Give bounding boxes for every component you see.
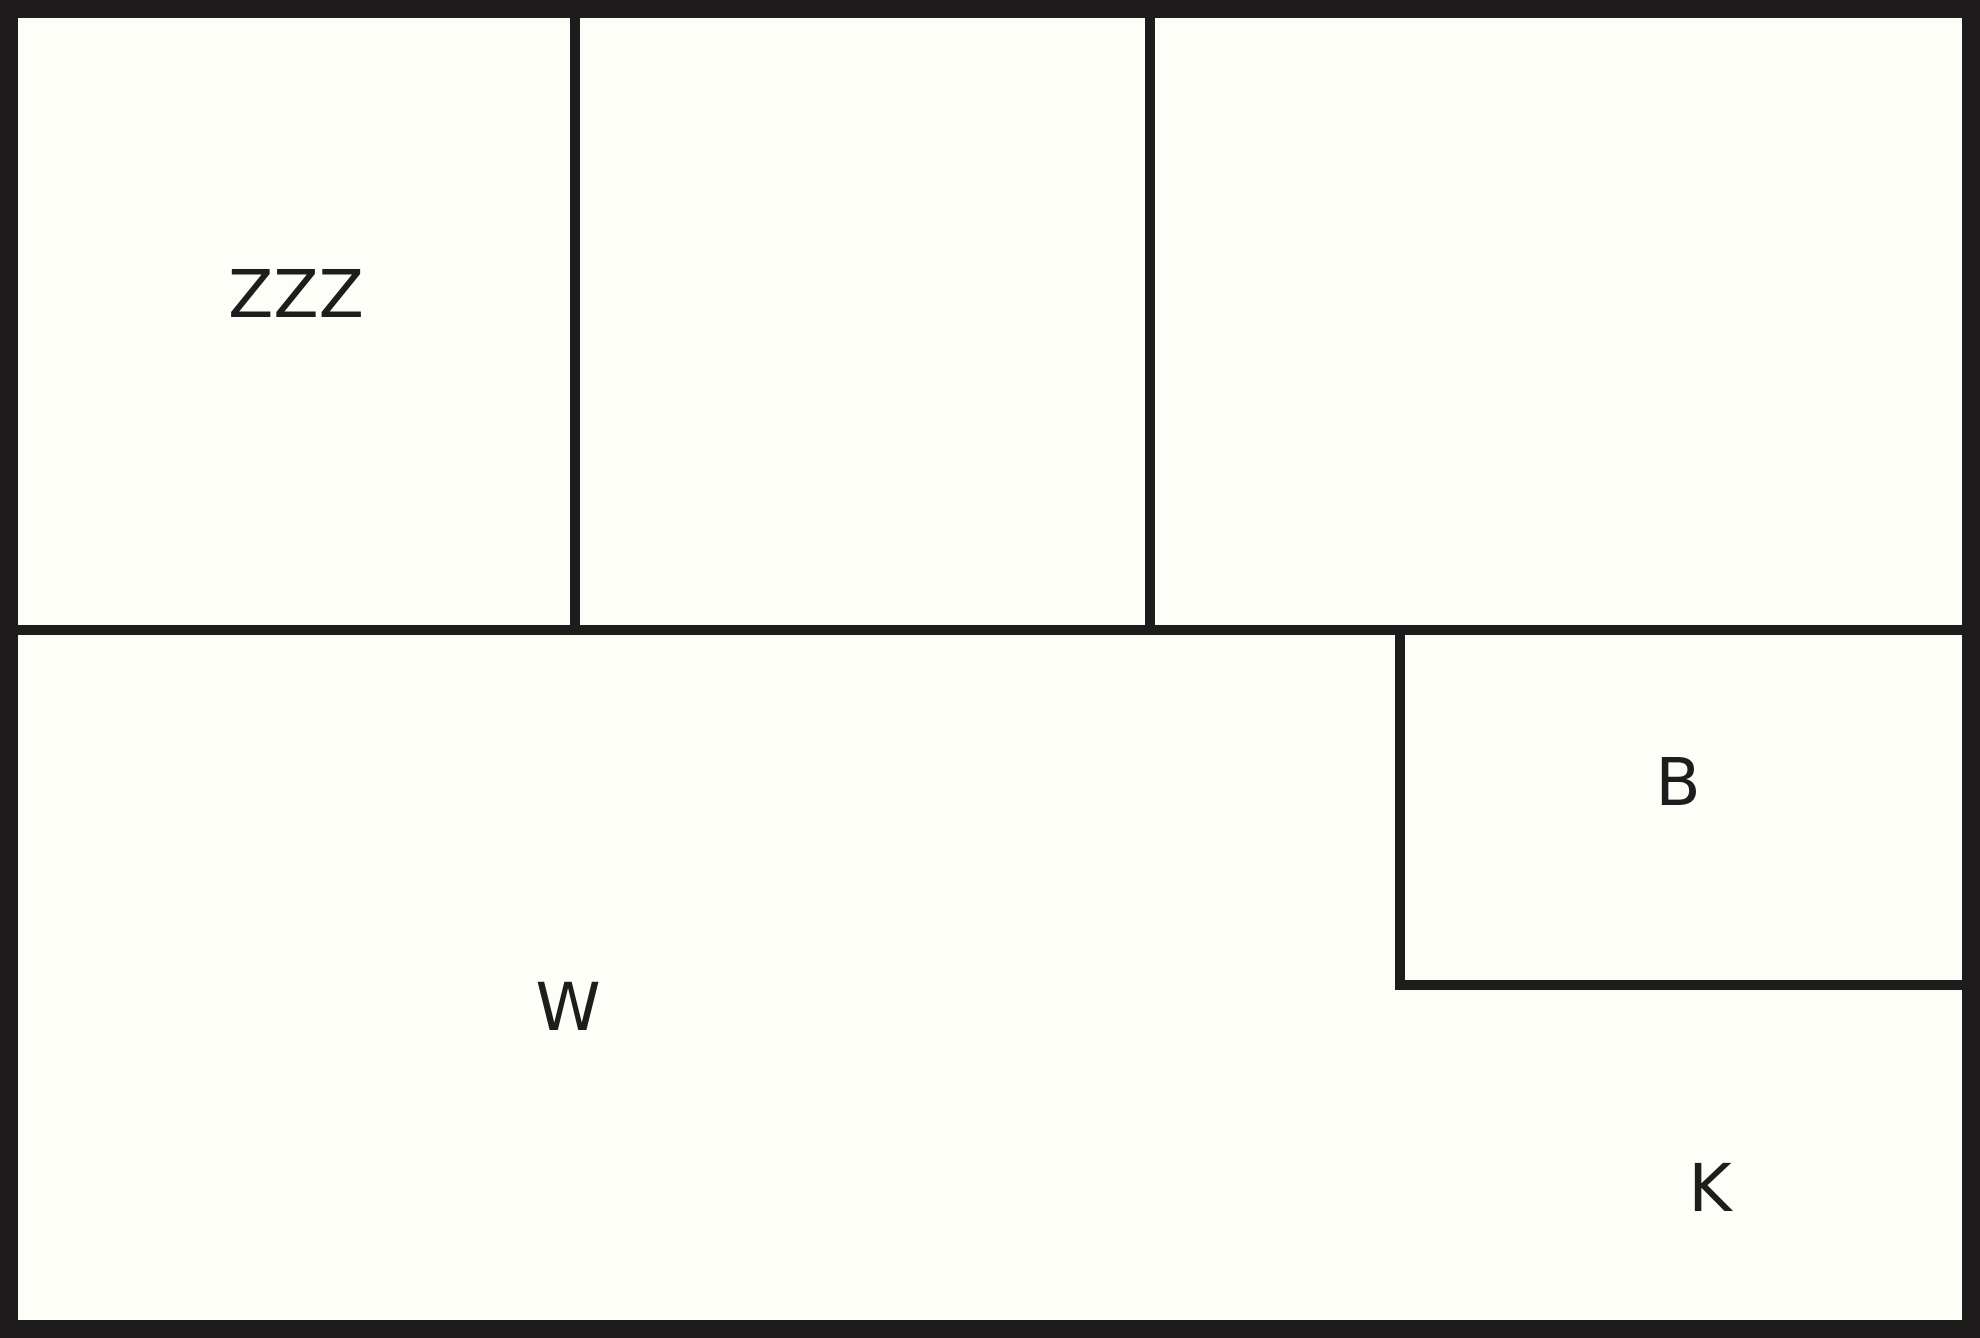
diagram-canvas	[18, 18, 1962, 1320]
region-label-bottom-left: W	[535, 969, 600, 1046]
region-label-bottom-right-lower: K	[1688, 1150, 1733, 1227]
region-label-top-left: ZZZ	[228, 256, 364, 333]
region-label-bottom-right-upper: B	[1655, 744, 1700, 821]
divider-lines	[18, 18, 1962, 990]
